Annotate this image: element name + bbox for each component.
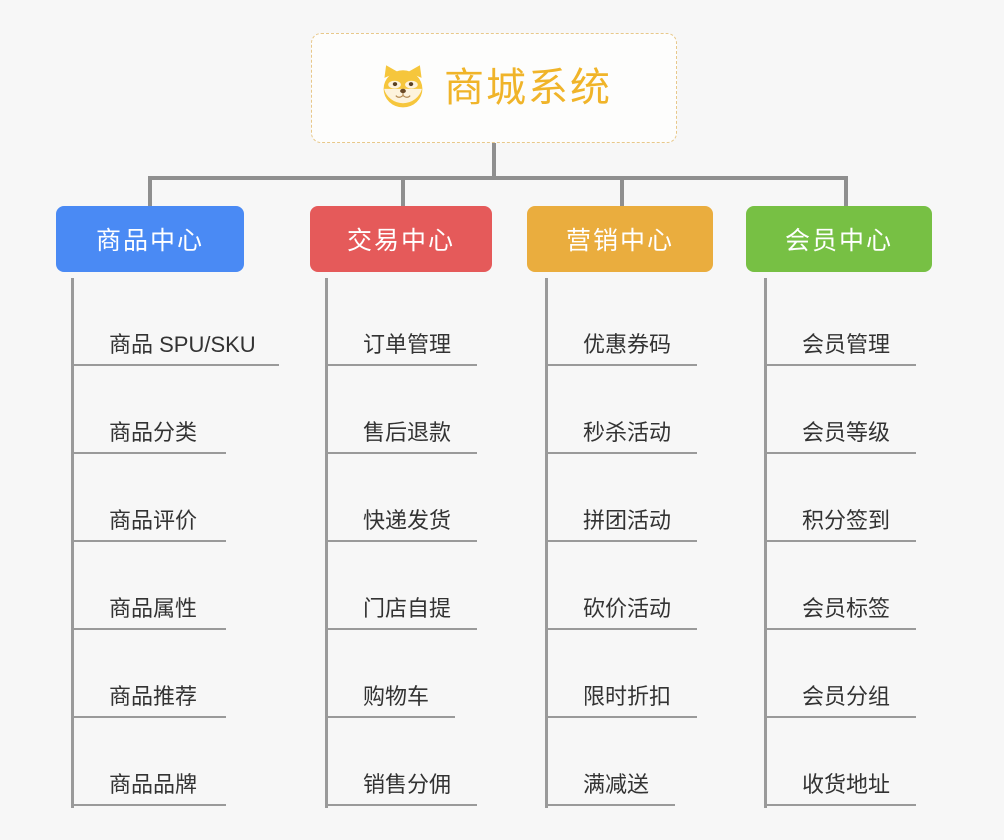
root-node-mall-system[interactable]: 商城系统 [311,33,677,143]
category-node-1[interactable]: 商品中心 [56,206,244,272]
leaf-item-label: 门店自提 [363,595,452,621]
leaf-item[interactable]: 限时折扣 [545,630,697,718]
category-node-1-label: 商品中心 [95,227,204,255]
leaf-item-label: 商品品牌 [109,771,198,797]
leaf-item-label: 秒杀活动 [583,419,672,445]
connector-drop-branch-1 [148,176,152,208]
leaf-item[interactable]: 商品推荐 [71,630,226,718]
category-node-3-label: 营销中心 [565,227,674,255]
leaf-item[interactable]: 积分签到 [764,454,916,542]
leaf-item[interactable]: 售后退款 [325,366,477,454]
shiba-dog-face-icon [383,65,423,108]
category-node-2[interactable]: 交易中心 [310,206,492,272]
leaf-item-label: 商品推荐 [109,683,198,709]
leaf-item[interactable]: 商品评价 [71,454,226,542]
leaf-item[interactable]: 优惠券码 [545,278,697,366]
leaf-item-label: 商品分类 [109,419,198,445]
leaf-item[interactable]: 订单管理 [325,278,477,366]
leaf-item[interactable]: 砍价活动 [545,542,697,630]
leaf-item[interactable]: 会员等级 [764,366,916,454]
leaf-spine-3 [545,278,548,808]
category-node-3[interactable]: 营销中心 [527,206,713,272]
connector-drop-branch-2 [401,176,405,208]
leaf-item-label: 销售分佣 [363,771,452,797]
leaf-item[interactable]: 销售分佣 [325,718,477,806]
leaf-item-label: 会员标签 [802,595,891,621]
leaf-item[interactable]: 会员分组 [764,630,916,718]
leaf-item[interactable]: 商品分类 [71,366,226,454]
leaf-item[interactable]: 拼团活动 [545,454,697,542]
leaf-item[interactable]: 商品属性 [71,542,226,630]
leaf-spine-4 [764,278,767,808]
category-node-2-label: 交易中心 [346,227,455,255]
leaf-item-label: 订单管理 [363,331,452,357]
leaf-item-label: 收货地址 [802,771,891,797]
leaf-item-label: 会员管理 [802,331,891,357]
leaf-item[interactable]: 秒杀活动 [545,366,697,454]
leaf-spine-2 [325,278,328,808]
connector-drop-branch-3 [620,176,624,208]
leaf-item[interactable]: 门店自提 [325,542,477,630]
leaf-item-label: 商品 SPU/SKU [109,331,256,357]
leaf-item-label: 砍价活动 [583,595,672,621]
connector-root-trunk [492,143,496,179]
leaf-item-label: 积分签到 [802,507,891,533]
leaf-item-label: 售后退款 [363,419,452,445]
category-node-4-label: 会员中心 [784,227,893,255]
leaf-item-label: 商品属性 [109,595,198,621]
category-node-4[interactable]: 会员中心 [746,206,932,272]
leaf-item-label: 快递发货 [363,507,452,533]
leaf-item-label: 限时折扣 [583,683,672,709]
leaf-item-label: 满减送 [583,771,650,797]
leaf-item-label: 商品评价 [109,507,198,533]
leaf-item[interactable]: 购物车 [325,630,455,718]
leaf-item[interactable]: 会员管理 [764,278,916,366]
leaf-item[interactable]: 商品 SPU/SKU [71,278,279,366]
connector-drop-branch-4 [844,176,848,208]
leaf-item-label: 购物车 [363,683,430,709]
leaf-item[interactable]: 收货地址 [764,718,916,806]
leaf-item[interactable]: 快递发货 [325,454,477,542]
leaf-item[interactable]: 满减送 [545,718,675,806]
leaf-item-label: 会员分组 [802,683,891,709]
leaf-item-label: 拼团活动 [583,507,672,533]
root-node-title: 商城系统 [444,66,612,110]
leaf-spine-1 [71,278,74,808]
connector-horizontal-bus [148,176,848,180]
leaf-item[interactable]: 会员标签 [764,542,916,630]
leaf-item-label: 会员等级 [802,419,891,445]
leaf-item-label: 优惠券码 [583,331,672,357]
leaf-item[interactable]: 商品品牌 [71,718,226,806]
